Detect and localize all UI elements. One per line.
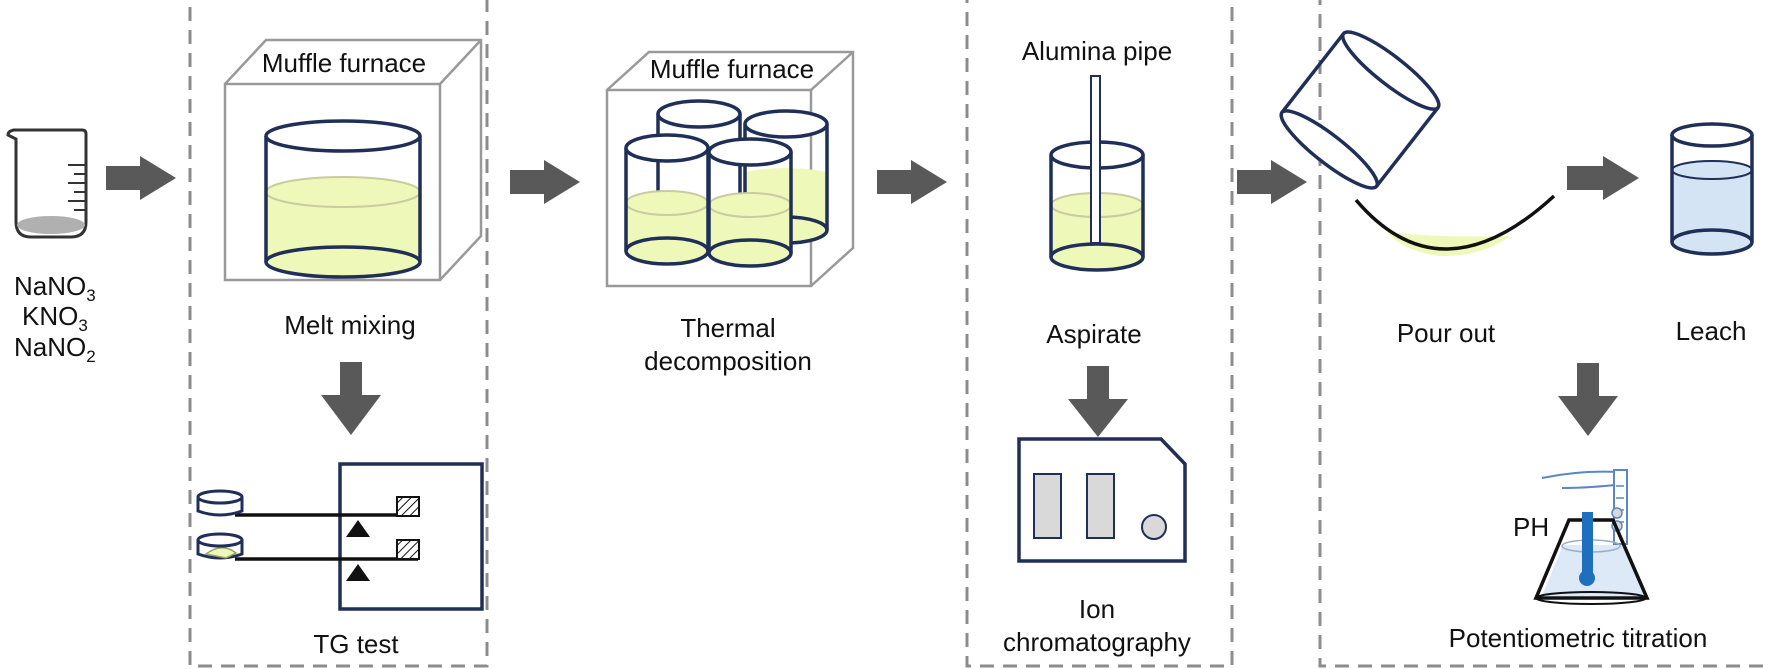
alumina-pipe-label: Alumina pipe	[1022, 36, 1172, 66]
reagent-kno3-label: KNO3	[22, 301, 88, 335]
melt-mixing-label: Melt mixing	[284, 310, 415, 340]
crucible-front-left-icon	[624, 133, 710, 266]
flow-arrow-2	[510, 160, 580, 204]
ion-chromatography-label-line2: chromatography	[1003, 627, 1191, 657]
aspirate-label: Aspirate	[1046, 319, 1141, 349]
muffle-furnace-2-icon	[605, 50, 855, 288]
muffle-furnace-1-icon	[223, 38, 483, 282]
thermal-decomposition-label-line1: Thermal	[680, 313, 775, 343]
alumina-pipe-icon	[1090, 75, 1101, 244]
flow-arrow-5	[1567, 156, 1639, 200]
ph-electrode-icon	[1579, 512, 1595, 586]
leach-beaker-icon	[1670, 122, 1754, 256]
group-box-leach	[1318, 0, 1768, 668]
reagent-nano3-label: NaNO3	[14, 271, 96, 305]
flow-arrow-3	[877, 160, 947, 204]
leach-label: Leach	[1676, 316, 1747, 346]
tg-test-label: TG test	[313, 629, 399, 659]
tg-analyzer-icon	[235, 462, 484, 611]
ph-label: PH	[1513, 512, 1549, 542]
thermal-decomposition-label-line2: decomposition	[644, 346, 812, 376]
flow-arrow-1	[106, 156, 176, 200]
tg-crucible-empty-icon	[196, 489, 244, 517]
reagent-beaker-icon	[6, 128, 88, 239]
crucible-front-right-icon	[707, 137, 793, 268]
potentiometric-titration-label: Potentiometric titration	[1449, 623, 1708, 653]
flow-arrow-down-3	[1558, 363, 1618, 436]
muffle-furnace-1-label: Muffle furnace	[262, 48, 426, 78]
muffle-furnace-2-label: Muffle furnace	[650, 54, 814, 84]
ion-chromatograph-icon	[1017, 437, 1187, 563]
tg-crucible-sample-icon	[196, 532, 244, 560]
reagent-nano2-label: NaNO2	[14, 332, 96, 366]
group-box-aspirate	[965, 0, 1234, 668]
ion-chromatography-label-line1: Ion	[1079, 594, 1115, 624]
flow-arrow-down-1	[321, 362, 381, 435]
melt-crucible-icon	[264, 119, 422, 279]
pour-out-label: Pour out	[1397, 318, 1496, 348]
flow-arrow-4	[1237, 160, 1307, 204]
receiving-dish-icon	[1354, 194, 1556, 257]
group-box-melt	[188, 0, 489, 668]
tilted-crucible-icon	[1279, 30, 1441, 190]
flow-arrow-down-2	[1068, 366, 1128, 437]
